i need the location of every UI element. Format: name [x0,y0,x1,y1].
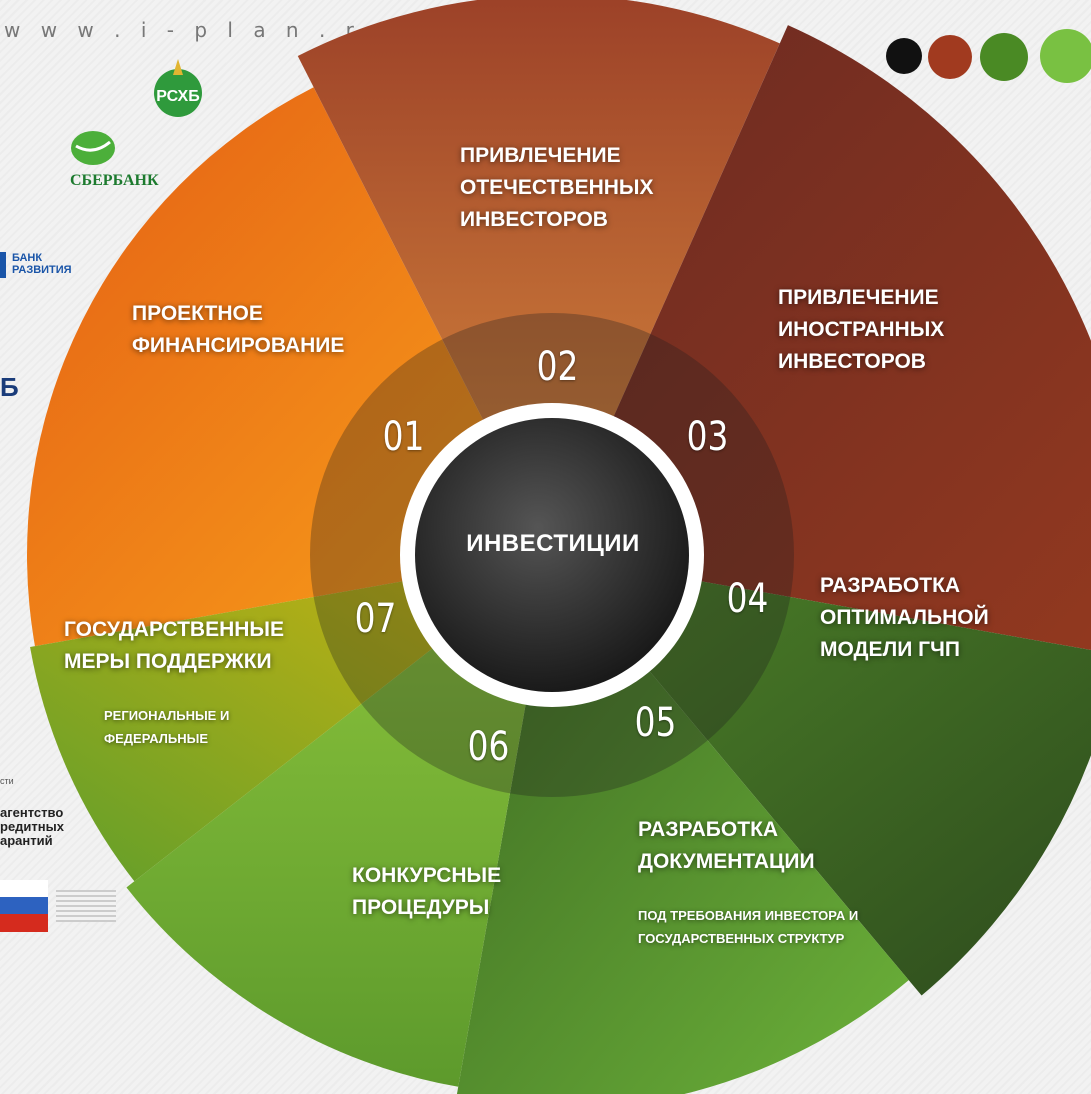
svg-text:РСХБ: РСХБ [156,88,199,105]
segment-01-number: 01 [382,414,425,460]
segment-03-number: 03 [686,414,729,460]
dot-brown [928,35,972,79]
segment-05-number: 05 [634,700,677,746]
sberbank-logo-text: СБЕРБАНК [70,172,159,189]
segment-06-wedge[interactable] [126,555,553,1087]
segment-02-number: 02 [536,344,579,390]
rshb-logo-icon: РСХБ [150,55,205,120]
segment-04-wedge[interactable] [552,555,1091,996]
segment-06-number: 06 [467,724,510,770]
russia-flag-logo-icon [0,880,48,932]
center-circle [415,418,689,692]
segment-02-wedge[interactable] [297,0,780,555]
dot-light-green [1040,29,1091,83]
ministry-logo-icon [56,890,116,922]
bank-razvitiya-logo-text: БАНК РАЗВИТИЯ [12,252,72,276]
bank-razvitiya-logo-icon [0,252,6,278]
site-url[interactable]: w w w . i - p l a n . r u [4,18,394,42]
segment-07-wedge[interactable] [30,555,553,882]
segment-04-number: 04 [726,576,769,622]
center-label: ИНВЕСТИЦИИ [466,530,640,557]
partial-logo-sti: сти [0,776,14,786]
dot-dark-green [980,33,1028,81]
dot-black [886,38,922,74]
partial-logo-b: Б [0,372,19,402]
segment-07-number: 07 [354,596,397,642]
sberbank-logo-icon [68,126,118,166]
agency-logo-text: агентство редитных арантий [0,805,64,848]
